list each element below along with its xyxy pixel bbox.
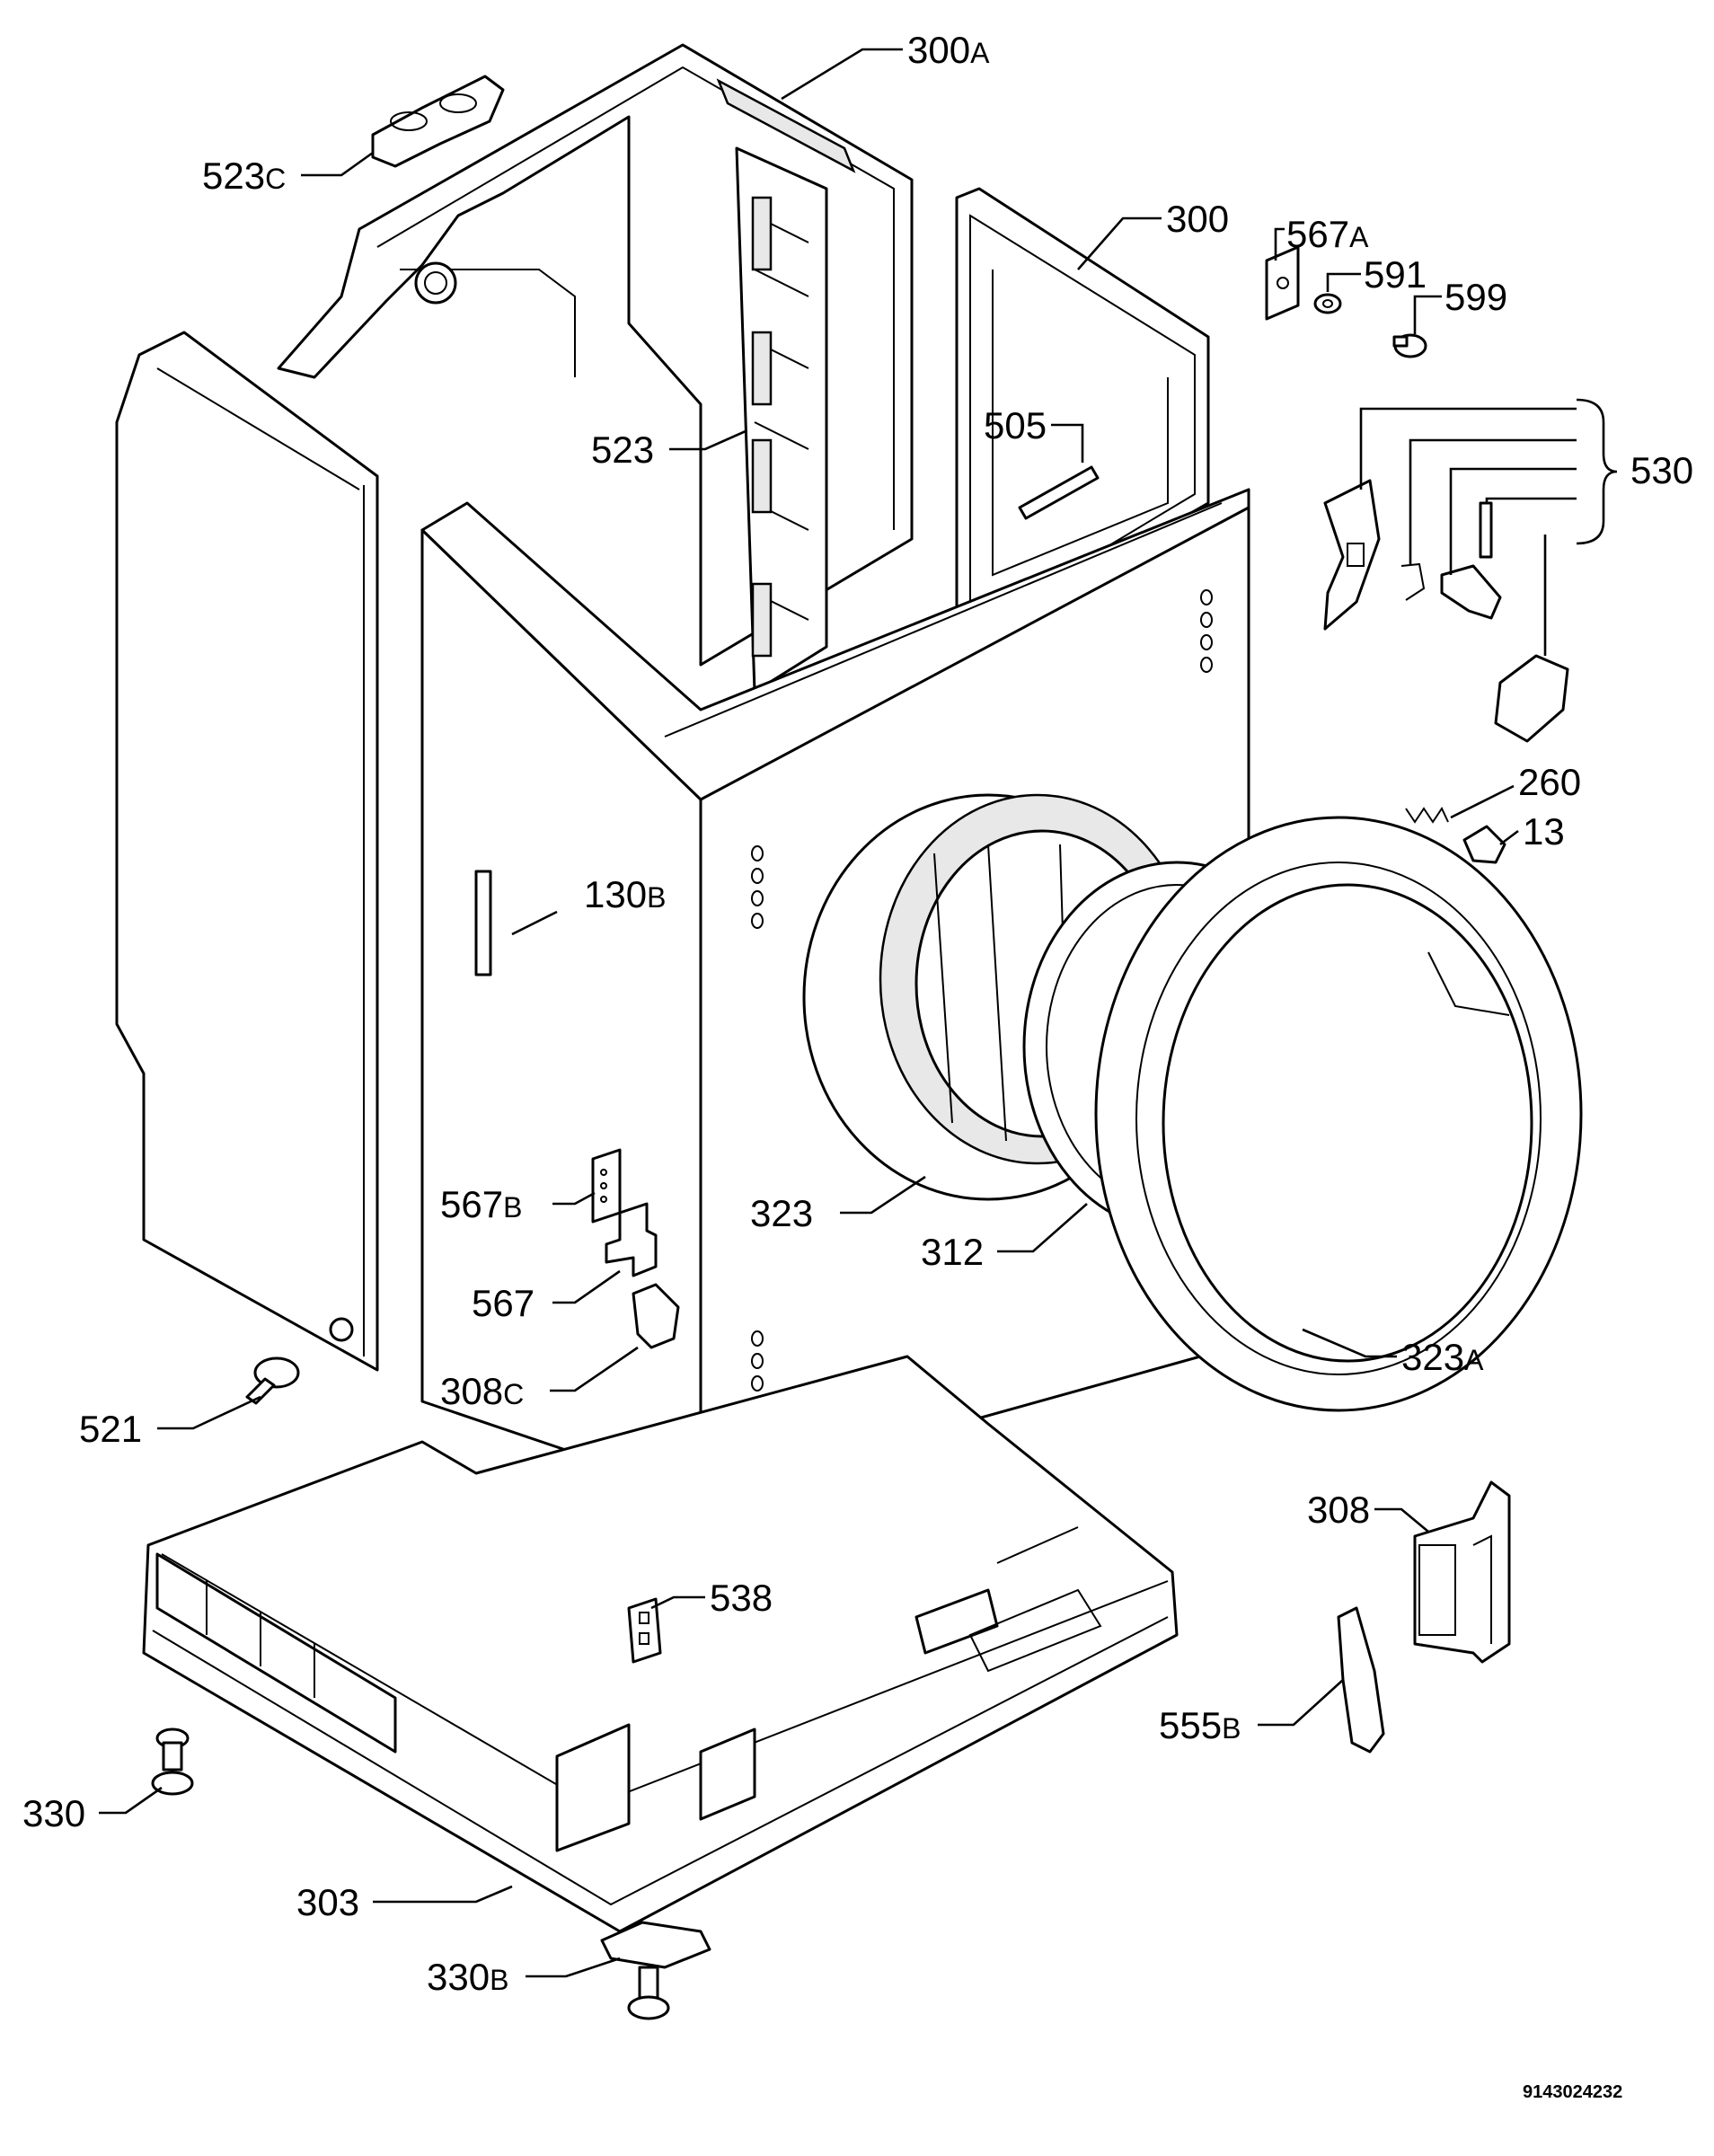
leader-13 [1499, 829, 1519, 846]
leader-530-c [1449, 467, 1577, 575]
leader-330 [99, 1786, 163, 1815]
leader-523 [669, 429, 747, 451]
leader-260 [1450, 784, 1515, 819]
reference-number: 9143024232 [1523, 2082, 1622, 2102]
leader-599 [1413, 295, 1442, 334]
leader-567b [552, 1191, 596, 1206]
leader-lines [99, 48, 1618, 1978]
part-330-foot [151, 1727, 194, 1796]
leader-521 [157, 1395, 261, 1430]
label-312: 312 [921, 1231, 984, 1273]
leader-591 [1326, 272, 1361, 292]
part-side-panel [115, 331, 379, 1372]
part-13-cap [1462, 825, 1506, 864]
part-523c-clamp [371, 75, 505, 168]
label-567b: 567B [440, 1183, 522, 1225]
label-323: 323 [750, 1192, 813, 1234]
part-323a-front-ring [1094, 816, 1583, 1412]
label-591: 591 [1364, 253, 1427, 296]
leader-567a [1274, 227, 1285, 261]
label-599: 599 [1445, 276, 1507, 318]
leader-530-a [1359, 407, 1577, 490]
part-599-knob [1392, 333, 1427, 358]
part-308c-catch [632, 1283, 680, 1349]
callout-labels: 300A 523C 300 567A 591 599 505 523 530 2… [22, 29, 1693, 2102]
label-505: 505 [984, 404, 1047, 446]
label-523c: 523C [202, 155, 286, 197]
leader-303 [373, 1885, 513, 1904]
leader-308 [1374, 1507, 1429, 1533]
leader-530-d [1485, 497, 1577, 503]
leader-312 [997, 1203, 1088, 1253]
part-330b-foot [600, 1921, 711, 2020]
leader-300 [1077, 216, 1162, 270]
leader-505 [1051, 423, 1084, 463]
part-521-screw [245, 1356, 300, 1405]
leader-555b [1258, 1679, 1344, 1727]
label-308: 308 [1307, 1489, 1370, 1531]
label-555b: 555B [1159, 1704, 1241, 1746]
label-13: 13 [1523, 810, 1565, 853]
part-567-bracket [605, 1202, 658, 1277]
leader-530-brace [1576, 398, 1618, 545]
label-303: 303 [296, 1881, 359, 1923]
label-330b: 330B [427, 1956, 508, 1998]
part-260-spring [1405, 806, 1449, 824]
label-130b: 130B [584, 873, 666, 915]
leader-530-b [1409, 438, 1577, 564]
leader-308c [550, 1346, 639, 1392]
part-505-pin [1018, 465, 1100, 520]
part-308-hinge [1413, 1480, 1511, 1664]
leader-130b [511, 910, 558, 936]
leader-538 [650, 1595, 705, 1610]
label-521: 521 [79, 1408, 142, 1450]
part-523-rail [735, 146, 828, 694]
label-530: 530 [1630, 449, 1693, 491]
leader-323 [840, 1175, 926, 1215]
label-260: 260 [1518, 761, 1581, 803]
leader-300a [781, 48, 903, 101]
part-591-washer [1313, 293, 1342, 314]
part-567b-bracket [591, 1148, 622, 1224]
part-555b-trim [1337, 1606, 1385, 1754]
label-567a: 567A [1286, 213, 1369, 255]
part-567a-plate [1265, 245, 1300, 321]
leader-330b [526, 1957, 621, 1978]
leader-323a [1302, 1328, 1397, 1358]
label-323a: 323A [1401, 1336, 1484, 1378]
label-523: 523 [591, 429, 654, 471]
label-300a: 300A [907, 29, 990, 71]
leader-567 [552, 1269, 621, 1304]
label-330: 330 [22, 1792, 85, 1834]
label-300: 300 [1166, 198, 1229, 240]
part-530-latch-assembly [1323, 479, 1569, 743]
label-308c: 308C [440, 1370, 524, 1412]
leader-523c [301, 151, 374, 177]
part-538-clip [627, 1597, 662, 1664]
label-538: 538 [710, 1577, 773, 1619]
label-567: 567 [472, 1282, 535, 1324]
